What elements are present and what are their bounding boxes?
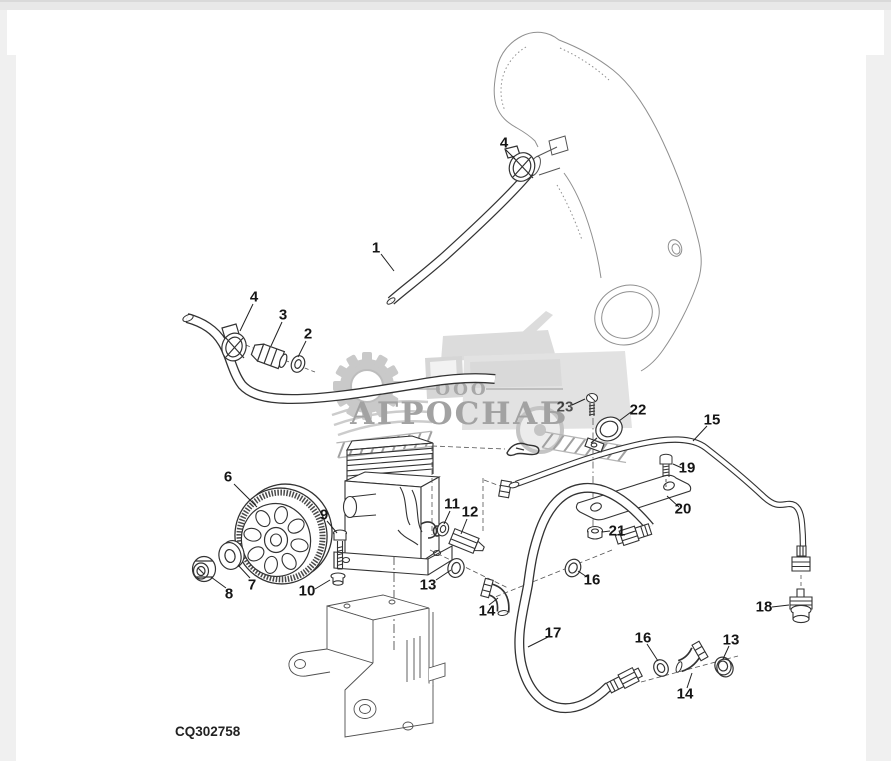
fitting-18 [789,588,813,624]
window-top-strip [0,0,891,10]
pulley-6 [234,483,333,585]
hose-17 [514,482,654,714]
washer-7 [218,539,245,571]
hose-17-fitting-a [614,523,653,547]
pipe-15-elbow-nut [498,479,512,499]
nut-13-right [714,656,734,678]
axis-16-14-left [494,549,613,598]
nut-10 [330,572,346,586]
clamp-4-top [504,145,536,182]
clamp-22 [584,416,623,453]
elbow-14-right [675,640,709,673]
clamp-4-left [221,323,247,362]
washer-16-left [564,558,582,578]
hose-1 [386,168,534,305]
nut-8 [191,555,217,583]
washer-13-left [447,557,465,579]
phantom-lines [431,445,506,535]
mounting-bracket [288,556,446,738]
watermark-company-text: АГРОСНАБ [350,396,569,432]
bolt-9 [332,529,348,570]
axis-13-14 [429,549,509,589]
screw-23 [586,393,598,416]
nut-21 [586,525,604,540]
pipe-15-end-fitting [791,545,811,572]
fitting-3 [250,343,288,370]
figure-code: CQ302758 [175,724,241,739]
air-duct-phantom [493,31,702,372]
pipe-15 [498,436,811,597]
clip-part-phantom [506,442,540,457]
washer-2 [290,355,306,373]
bracket-20 [575,474,692,521]
elbow-14-left [480,577,510,616]
hose-17-fitting-b [605,666,643,694]
compressor-boss [342,493,377,519]
compressor [333,435,453,576]
leader-lines [210,149,790,689]
fitting-12 [448,527,485,555]
screw-19 [659,453,673,487]
watermark-ooo-text: ООО [435,380,488,400]
washer-16-right [653,659,669,677]
